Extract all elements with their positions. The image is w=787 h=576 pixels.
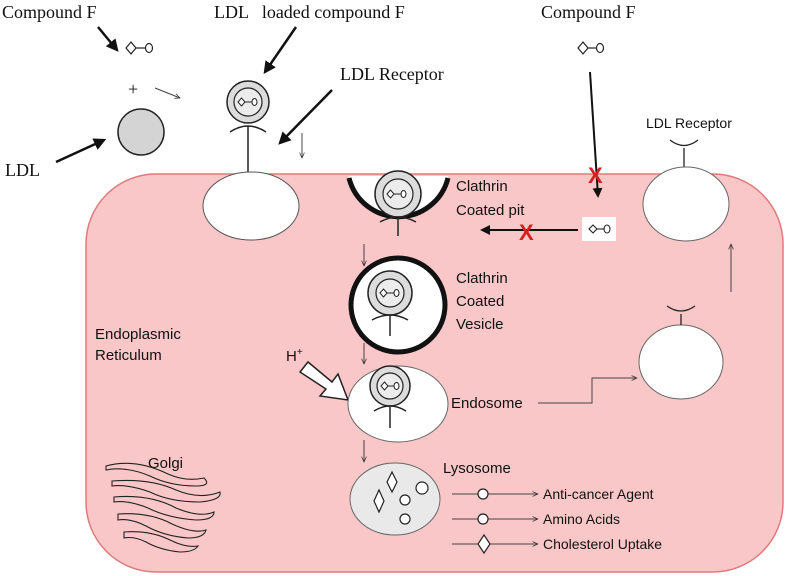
ldl-loaded-compound-f-label: LDL loaded compound F [214,2,405,22]
product-anti-cancer-agent: Anti-cancer Agent [452,486,654,502]
ldl-loaded-pointer-arrow [263,26,298,75]
free-compound-f-box [582,217,616,241]
compound-f-molecule-left [125,41,154,55]
clathrin-coated-pit [346,170,451,236]
compound-f-molecule-right [577,41,605,55]
endoplasmic-reticulum-label-2: Reticulum [95,347,162,364]
ldl-pointer-arrow [55,138,107,164]
ldl-particle [117,108,165,156]
endosome-label: Endosome [451,395,523,412]
cell-membrane [85,173,784,573]
endoplasmic-reticulum-label-1: Endoplasmic [95,326,181,343]
membrane-receptor-vesicle-left [202,171,300,241]
golgi-label: Golgi [148,455,183,472]
clathrin-coated-vesicle-label-1: Clathrin [456,270,508,287]
recycling-receptor-vesicle [638,305,724,400]
receptor-recycling-arrow [538,378,637,404]
direct-entry-arrow [589,71,603,198]
ldl-label: LDL [5,160,40,180]
binding-arrow [154,87,180,98]
lysosome [349,462,441,536]
clathrin-coated-vesicle-label-2: Coated [456,293,504,310]
cholesterol-uptake-label: Cholesterol Uptake [543,536,662,552]
ldl-receptor-pointer-arrow [278,89,333,145]
anti-cancer-agent-label: Anti-cancer Agent [543,486,654,502]
golgi-apparatus [105,462,221,553]
clathrin-coated-pit-label-2: Coated pit [456,202,525,219]
plus-sign: + [128,79,138,99]
blocked-mark-pit: X [519,220,534,245]
clathrin-coated-vesicle-label-3: Vesicle [456,316,504,333]
compound-f-label-left: Compound F [2,2,97,22]
proton-influx-arrow [298,360,350,401]
ldl-receptor-label-right: LDL Receptor [646,115,732,131]
proton-label: H+ [286,347,303,365]
product-cholesterol: Cholesterol Uptake [452,533,662,555]
ldl-loaded-compound-f [226,80,270,172]
ldl-receptor-label-top: LDL Receptor [340,64,444,84]
product-amino-acids: Amino Acids [452,511,620,527]
membrane-receptor-vesicle-right [642,139,730,242]
endosome [347,365,449,443]
compound-f-label-right: Compound F [541,2,636,22]
blocked-mark-entry: X [588,163,603,188]
compound-f-pointer-arrow [97,26,119,52]
clathrin-coated-vesicle [348,255,448,355]
clathrin-coated-pit-label-1: Clathrin [456,178,508,195]
lysosome-label: Lysosome [443,460,511,477]
amino-acids-label: Amino Acids [543,511,620,527]
